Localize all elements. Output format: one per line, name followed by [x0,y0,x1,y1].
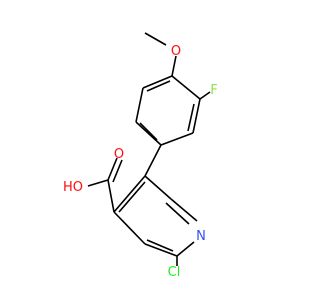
chlorine-label: Cl [168,265,181,280]
bond-c2-c3-inner [187,103,195,132]
bond-py-c2-c3 [144,243,178,257]
fluorine-label: F [210,83,217,98]
bond-oxygen-ring [171,55,177,77]
bond-py-c6-n-inner [165,202,190,225]
bond-c5-c6 [135,87,144,123]
bond-methyl-oxygen [144,32,167,46]
bond-py-n-c2 [176,241,195,257]
bond-py-c5-c6 [144,175,172,200]
bond-carbon-hydroxyl [87,179,109,187]
bond-c6-c1 [142,75,173,89]
bond-c2-fluorine [199,91,211,100]
bond-py-c3-c4 [113,211,146,245]
chemical-structure: O F HO O N Cl [0,0,300,300]
bond-biaryl [144,144,162,177]
bond-py-c4-c5 [113,175,146,213]
bond-py-c6-n [170,198,198,222]
hydroxyl-label: HO [63,180,83,195]
carbonyl-oxygen-label: O [114,147,124,162]
bond-c2-c3 [192,98,201,134]
bond-carbonyl-b [112,159,123,183]
bond-c1-c2 [171,75,201,100]
background [0,0,300,300]
bond-py-c2-c3-inner [146,239,174,252]
bond-c4-c5-inner [139,122,158,141]
bond-py-c4-c5-inner [118,181,146,213]
bond-ring-carboxyl [107,179,115,213]
bond-carbonyl-a [107,157,118,181]
nitrogen-label: N [196,229,206,244]
bond-c6-c1-inner [146,80,171,92]
bond-c3-c4 [160,132,194,146]
bond-c4-c5 [135,121,162,146]
oxygen-methoxy-label: O [171,44,181,59]
structure-canvas: O F HO O N Cl [0,0,300,300]
